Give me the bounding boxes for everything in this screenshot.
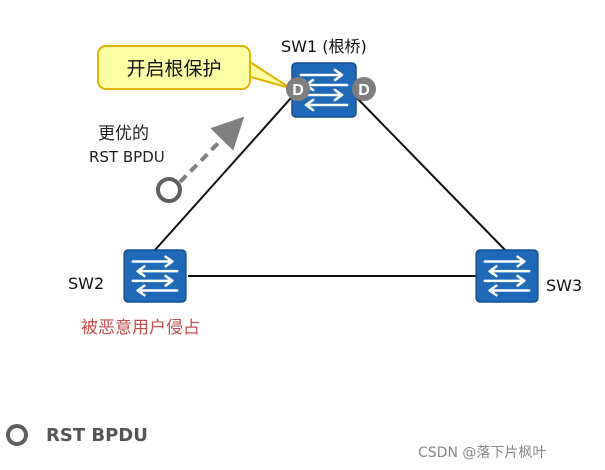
root-protection-callout: 开启根保护 [97,45,251,90]
legend-bpdu-ring [6,424,28,446]
sw1-left-port-badge [286,77,310,101]
sw2-label: SW2 [68,274,105,293]
link-sw1-sw3 [356,97,508,253]
legend-label: RST BPDU [46,425,148,446]
sw3-switch-icon[interactable] [474,249,540,303]
superior-bpdu-label-line1: 更优的 [98,124,149,144]
superior-bpdu-ring [156,177,182,203]
superior-bpdu-arrow [178,116,245,184]
sw1-right-port-badge [352,77,376,101]
watermark: CSDN @落下片枫叶 [418,445,547,461]
sw1-right-port-letter: D [358,82,370,99]
callout-text: 开启根保护 [126,58,222,80]
sw1-left-port-letter: D [292,82,304,99]
sw2-switch-icon[interactable] [122,249,188,303]
sw1-label: SW1 (根桥) [281,37,367,56]
sw3-label: SW3 [546,276,583,295]
link-sw1-sw2 [154,97,292,251]
superior-bpdu-label-line2: RST BPDU [89,148,165,166]
attacker-note: 被恶意用户侵占 [81,318,200,338]
